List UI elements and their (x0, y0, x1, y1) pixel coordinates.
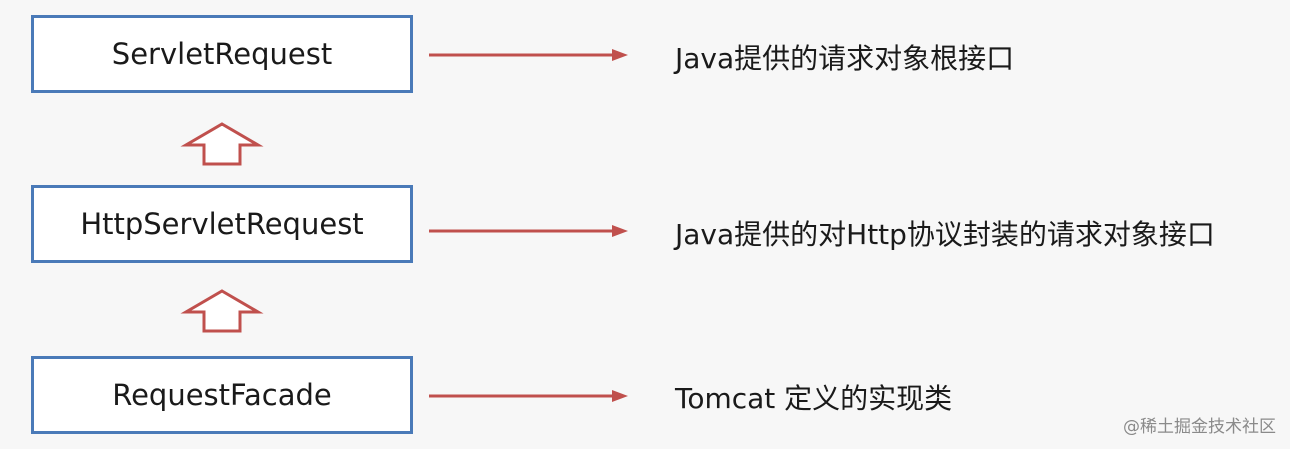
description-servletrequest: Java提供的请求对象根接口 (675, 42, 1015, 75)
description-httpservletrequest: Java提供的对Http协议封装的请求对象接口 (675, 218, 1215, 251)
class-box-httpservletrequest: HttpServletRequest (31, 185, 413, 263)
watermark: @稀土掘金技术社区 (1123, 417, 1276, 437)
description-requestfacade: Tomcat 定义的实现类 (675, 382, 953, 415)
class-box-requestfacade: RequestFacade (31, 356, 413, 434)
class-box-servletrequest: ServletRequest (31, 15, 413, 93)
